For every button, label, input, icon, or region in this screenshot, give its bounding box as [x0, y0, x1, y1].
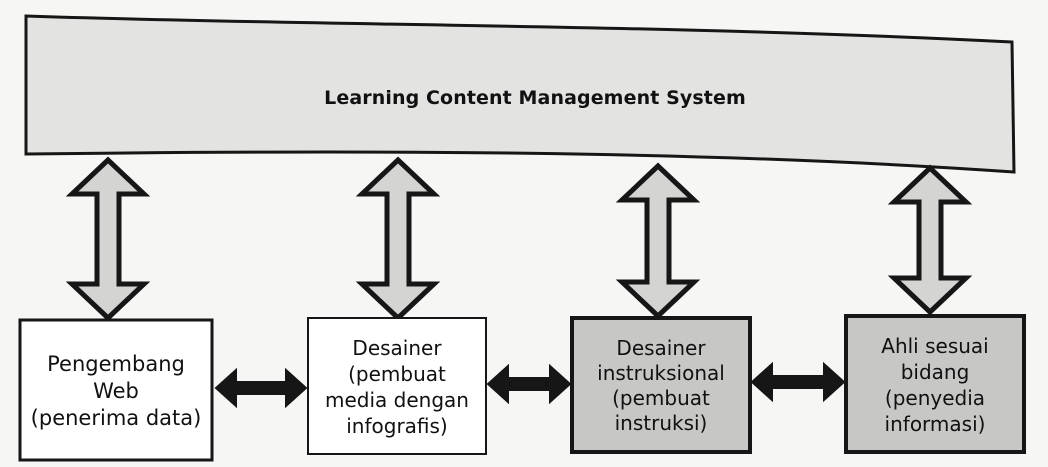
node-box-subject-expert — [844, 314, 1026, 454]
node-label-line: infografis) — [346, 414, 448, 438]
double-arrow-shape — [486, 363, 572, 405]
node-label-line: bidang — [900, 360, 970, 384]
node-label-line: instruksional — [597, 361, 725, 385]
double-arrow-shape — [214, 367, 308, 409]
node-box-instructional-designer — [570, 316, 752, 454]
vertical-arrow-3 — [615, 162, 701, 320]
double-arrow-shape — [65, 156, 151, 322]
node-label-instructional-designer: Desainer instruksional (pembuat instruks… — [572, 318, 750, 454]
node-label-line: instruksi) — [614, 411, 708, 435]
node-box-web-developer — [18, 318, 214, 462]
horizontal-arrow-3 — [750, 361, 846, 403]
node-label-line: Desainer — [352, 336, 442, 360]
node-label-line: informasi) — [884, 412, 986, 436]
horizontal-arrow-1 — [214, 367, 308, 409]
node-label-line: Web — [93, 378, 139, 403]
double-arrow-shape — [615, 162, 701, 320]
double-arrow-shape — [355, 156, 441, 322]
banner-title: Learning Content Management System — [324, 87, 746, 109]
node-label-line: Desainer — [616, 336, 706, 360]
node-label-line: Ahli sesuai — [881, 334, 989, 358]
node-label-line: Pengembang — [47, 351, 185, 376]
double-arrow-shape — [887, 164, 973, 316]
double-arrow-shape — [750, 361, 846, 403]
node-label-line: (pembuat — [348, 362, 446, 386]
vertical-arrow-2 — [355, 156, 441, 322]
node-box-media-designer — [307, 317, 487, 455]
lcms-banner — [24, 14, 1016, 174]
node-label-line: (penerima data) — [30, 405, 202, 430]
node-label-line: media dengan — [325, 388, 469, 412]
node-label-line: (pembuat — [612, 386, 710, 410]
node-label-subject-expert: Ahli sesuai bidang (penyedia informasi) — [846, 316, 1024, 454]
vertical-arrow-4 — [887, 164, 973, 316]
node-label-web-developer: Pengembang Web (penerima data) — [18, 320, 214, 462]
node-label-line: (penyedia — [884, 386, 986, 410]
horizontal-arrow-2 — [486, 363, 572, 405]
node-label-media-designer: Desainer (pembuat media dengan infografi… — [308, 318, 486, 456]
vertical-arrow-1 — [65, 156, 151, 322]
